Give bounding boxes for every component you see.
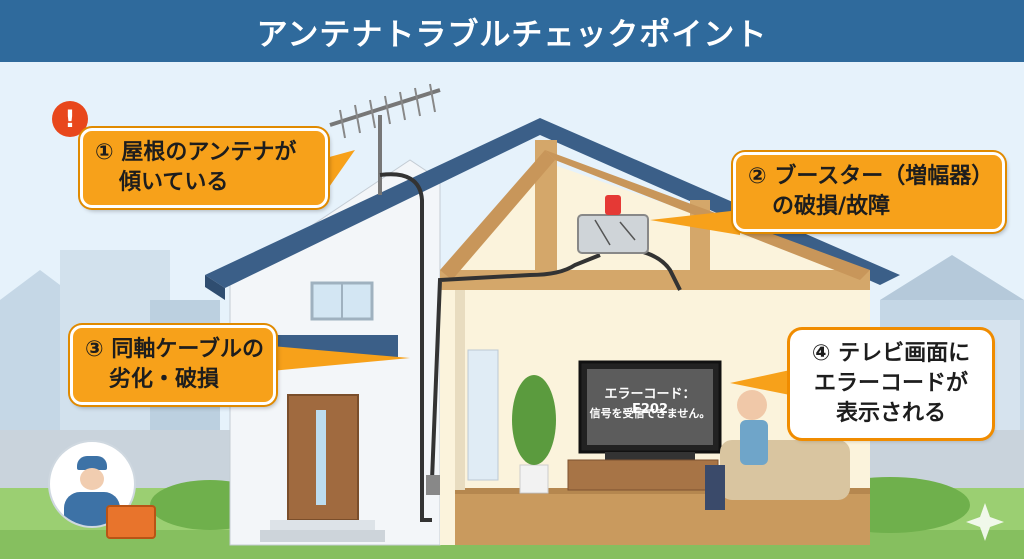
- callout-4-number: ④: [811, 341, 831, 366]
- sparkle-icon: [966, 503, 1004, 541]
- callout-tv-error: ④ テレビ画面に エラーコードが 表示される: [790, 330, 992, 438]
- exclamation-icon: !: [52, 101, 88, 137]
- callout-3-line1: 同軸ケーブルの: [111, 337, 264, 362]
- callout-1-line1: 屋根のアンテナが: [121, 140, 297, 165]
- callout-3-line2: 劣化・破損: [109, 367, 220, 392]
- tv-no-signal-message: 信号を受信できません。: [589, 407, 711, 420]
- callout-4-line3: 表示される: [835, 401, 946, 426]
- callout-1-line2: 傾いている: [119, 170, 229, 195]
- callout-2-line1: ブースター（増幅器）: [774, 164, 994, 189]
- toolbox-icon: [106, 505, 156, 539]
- callout-2-number: ②: [748, 164, 767, 189]
- tv-error-code: エラーコード：E202: [604, 387, 696, 417]
- title-bar: アンテナトラブルチェックポイント: [0, 0, 1024, 62]
- callout-2-line2: の破損/故障: [772, 194, 891, 219]
- callout-3-number: ③: [85, 337, 104, 362]
- callout-cable-damaged: ③ 同軸ケーブルの 劣化・破損: [70, 325, 276, 405]
- page-title: アンテナトラブルチェックポイント: [256, 16, 768, 53]
- callout-1-number: ①: [95, 140, 114, 165]
- callout-4-line2: エラーコードが: [813, 371, 968, 396]
- callout-booster-broken: ② ブースター（増幅器） の破損/故障: [733, 152, 1005, 232]
- callout-antenna-tilted: ① 屋根のアンテナが 傾いている: [80, 128, 328, 208]
- booster-icon: [577, 195, 649, 254]
- antenna-icon: [329, 83, 441, 195]
- callout-4-line1: テレビ画面に: [838, 341, 971, 366]
